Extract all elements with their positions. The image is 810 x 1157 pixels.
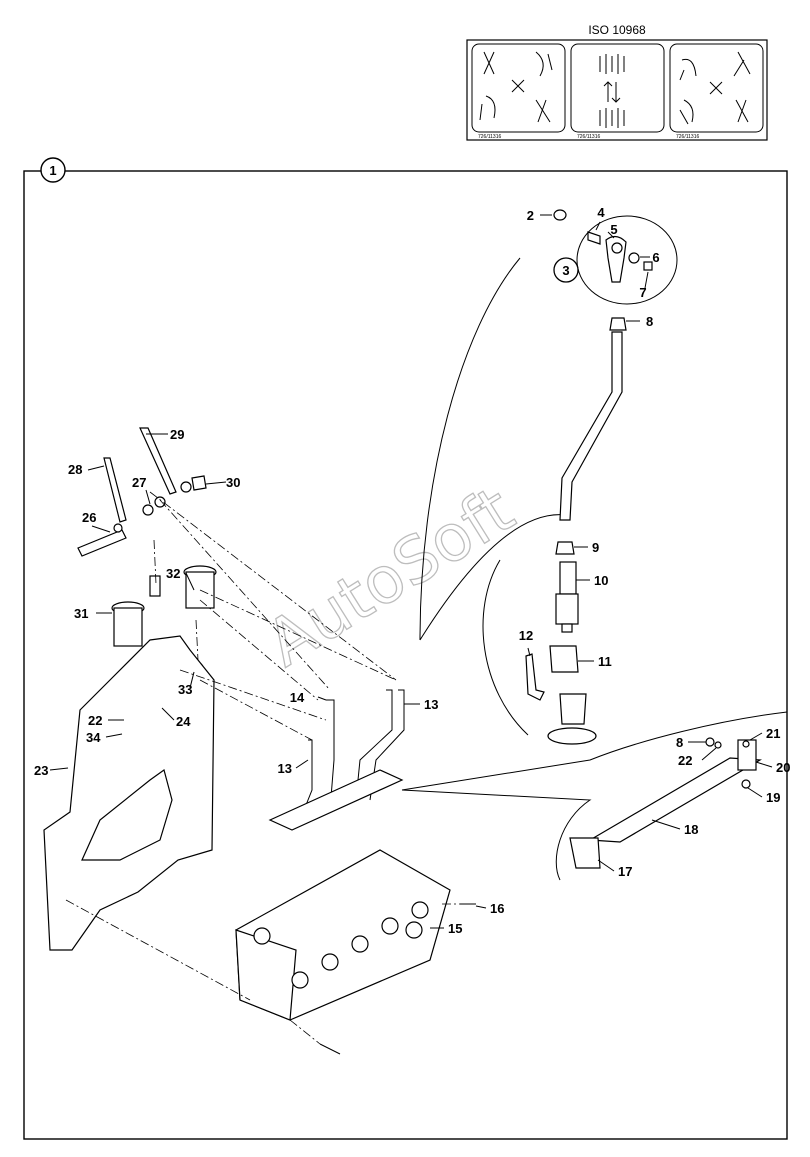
- subassembly-number: 3: [562, 263, 569, 278]
- part-sleeve-10: [559, 561, 577, 595]
- label-part-7: 7: [639, 285, 646, 300]
- iso-icon-right: 726/11316: [669, 43, 764, 140]
- part-mount-plate-23: [43, 635, 215, 951]
- label-part-4: 4: [597, 205, 605, 220]
- label-part-30: 30: [226, 475, 240, 490]
- subassembly-callout: [553, 257, 579, 283]
- iso-icon-left: 726/11316: [471, 43, 566, 140]
- valve-bottom-bolt: [319, 1043, 341, 1055]
- label-part-32: 32: [166, 566, 180, 581]
- part-nut-8: [609, 317, 627, 331]
- part-hose-13-right: [355, 689, 393, 801]
- label-part-10: 10: [594, 573, 608, 588]
- linkage: [77, 427, 207, 557]
- part-link-29: [139, 427, 177, 495]
- group-callout: [40, 157, 66, 183]
- label-part-34: 34: [86, 730, 101, 745]
- label-part-28: 28: [68, 462, 82, 477]
- group-frame: [23, 170, 788, 1140]
- label-part-2: 2: [527, 208, 534, 223]
- label-part-18: 18: [684, 822, 698, 837]
- subassembly-detail-circle: [576, 215, 678, 305]
- label-part-15: 15: [448, 921, 462, 936]
- control-lever: [559, 317, 627, 521]
- lever-base-plate: [547, 727, 597, 745]
- label-part-29: 29: [170, 427, 184, 442]
- part-washer-6: [628, 252, 640, 264]
- label-part-8: 8: [646, 314, 653, 329]
- part-nut-30: [191, 475, 207, 491]
- label-part-31: 31: [74, 606, 88, 621]
- part-clip-12: [525, 653, 545, 701]
- part-switch-20: [737, 739, 757, 771]
- label-part-5: 5: [610, 222, 617, 237]
- part-clevis-11: [549, 645, 579, 673]
- label-part-17: 17: [618, 864, 632, 879]
- label-part-22-a: 22: [88, 713, 102, 728]
- part-nut-7: [643, 261, 653, 271]
- lever-base: [525, 541, 597, 745]
- label-part-33: 33: [178, 682, 192, 697]
- part-hose-14: [326, 699, 335, 811]
- label-part-22-b: 22: [678, 753, 692, 768]
- pilot-valve-rail: [268, 769, 404, 831]
- label-part-19: 19: [766, 790, 780, 805]
- control-valve-15: [235, 849, 476, 1055]
- label-part-14: 14: [290, 690, 305, 705]
- label-part-13-a: 13: [424, 697, 438, 712]
- part-washer-27: [142, 504, 154, 516]
- part-bolt-26: [77, 529, 127, 557]
- part-washer-2: [553, 209, 567, 221]
- part-link-28: [103, 457, 127, 523]
- detail-line-bracket-bottom: [401, 789, 592, 881]
- lever-rod: [559, 331, 623, 521]
- label-part-11: 11: [598, 654, 612, 669]
- iso-code-left: 726/11316: [478, 134, 501, 140]
- label-part-12: 12: [519, 628, 533, 643]
- switch-bracket: [569, 737, 762, 869]
- iso-icon-center: 726/11316: [570, 43, 665, 140]
- iso-panel-frame: [466, 39, 768, 141]
- part-bracket-17: [569, 837, 601, 869]
- part-plate-18: [588, 757, 762, 843]
- watermark: AutoSoft: [254, 473, 526, 681]
- label-part-20: 20: [776, 760, 790, 775]
- iso-code-right: 726/11316: [676, 134, 699, 140]
- mount-plate-cutout: [81, 769, 173, 861]
- part-stud-4: [587, 231, 601, 245]
- label-part-16: 16: [490, 901, 504, 916]
- label-part-24: 24: [176, 714, 191, 729]
- label-part-9: 9: [592, 540, 599, 555]
- detail-arc-upper: [419, 257, 521, 641]
- label-part-21: 21: [766, 726, 780, 741]
- label-part-8-b: 8: [676, 735, 683, 750]
- part-nut-19: [741, 779, 751, 789]
- iso-code-center: 726/11316: [577, 134, 600, 140]
- label-part-27: 27: [132, 475, 146, 490]
- detail-arc-handle: [482, 559, 529, 736]
- part-nut-9: [555, 541, 575, 555]
- label-part-23: 23: [34, 763, 48, 778]
- assembly-centerlines: [65, 491, 460, 1045]
- iso-panel: ISO 10968 726/11316 726/11316 726/11316: [466, 23, 768, 141]
- iso-panel-title: ISO 10968: [588, 23, 646, 37]
- label-part-6: 6: [652, 250, 659, 265]
- part-labels: 2 4 5 6 7 8 9 10 11 12 13 13 13 14 15 16…: [34, 205, 790, 936]
- detail-line-bracket-top: [401, 711, 788, 791]
- label-part-13-c: 13: [278, 761, 292, 776]
- part-screw-21: [742, 740, 750, 748]
- part-nut-8-b: [705, 737, 715, 747]
- part-washer-22-b: [714, 741, 722, 749]
- label-part-26: 26: [82, 510, 96, 525]
- ball-joint-assembly: [553, 209, 653, 283]
- leader-lines: [49, 214, 773, 929]
- group-number: 1: [49, 163, 56, 178]
- detail-arc-lower: [419, 514, 567, 641]
